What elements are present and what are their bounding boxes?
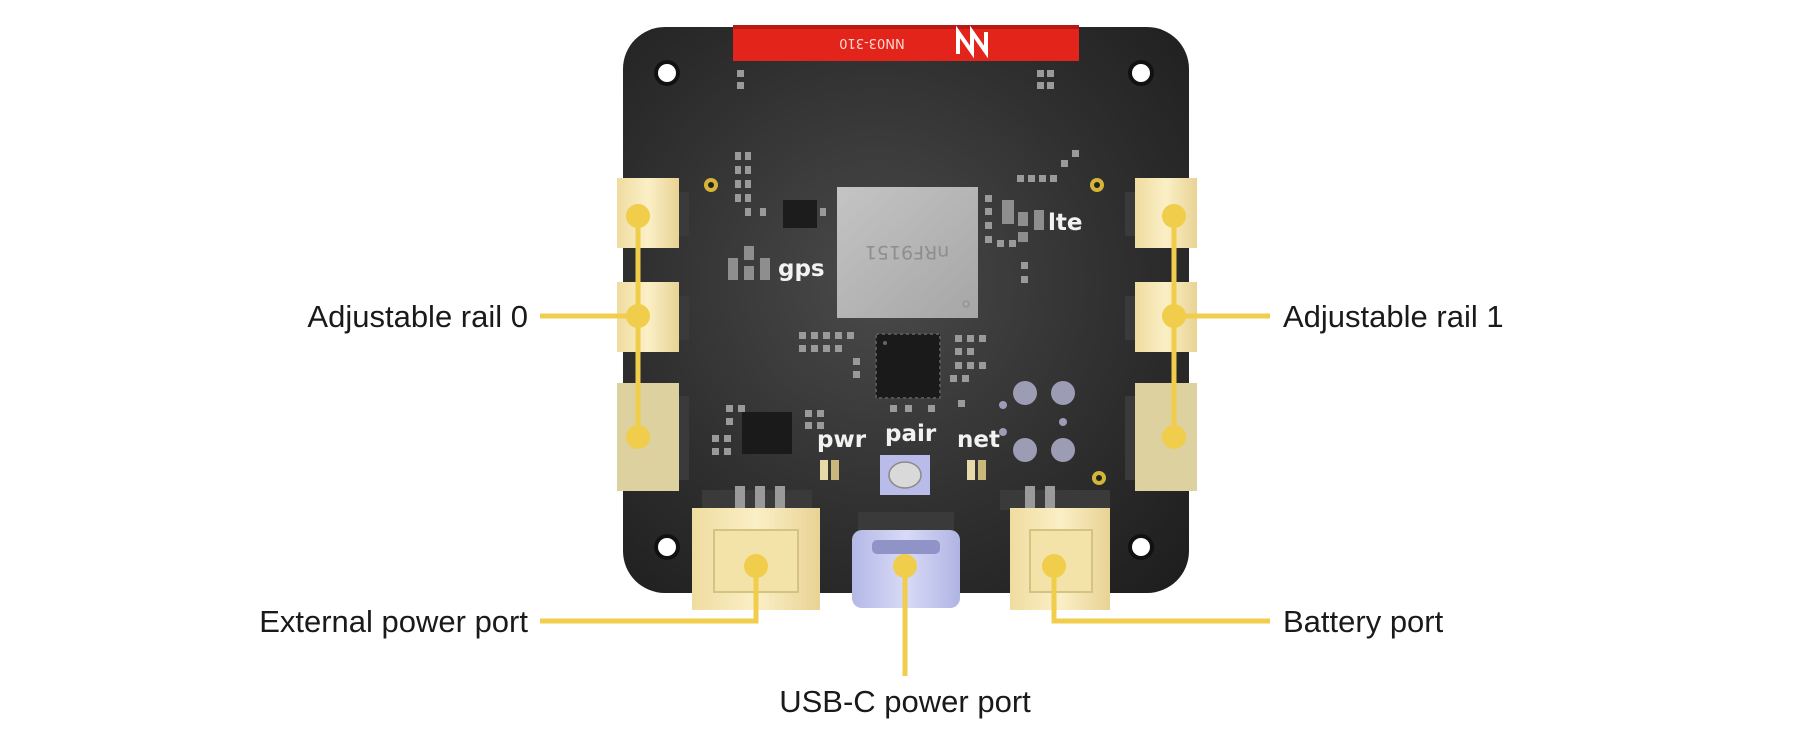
led-pads <box>820 460 986 480</box>
callout-adjustable-rail-0: Adjustable rail 0 <box>307 299 528 334</box>
callout-battery-port: Battery port <box>1283 604 1444 639</box>
callout-external-power-port: External power port <box>259 604 528 639</box>
callout-usb-c-power-port: USB-C power port <box>779 684 1031 719</box>
gps-antenna-block <box>728 200 817 280</box>
silk-lte: lte <box>1048 210 1082 236</box>
lte-antenna-block <box>1002 200 1044 242</box>
status-leds <box>999 381 1075 462</box>
silk-gps: gps <box>778 256 825 282</box>
pair-button <box>880 455 930 495</box>
mounting-holes <box>654 60 1154 560</box>
silk-pair: pair <box>885 421 937 447</box>
nn-logo-icon <box>956 25 988 59</box>
module-marking: nRF9151 <box>865 241 950 263</box>
regulator-chip <box>742 412 792 454</box>
battery-connector <box>1000 486 1110 610</box>
right-connector-rail1-large <box>1125 383 1197 491</box>
silk-net: net <box>957 427 1000 453</box>
right-connector-rail1-top <box>1125 178 1197 248</box>
mcu-chip <box>875 333 941 399</box>
label-tab: NN03-310 <box>733 25 1079 61</box>
label-tab-code: NN03-310 <box>839 35 905 50</box>
nrf9151-module: nRF9151 <box>837 187 978 318</box>
smd-components <box>712 70 1079 455</box>
callout-dots <box>626 204 1186 578</box>
callout-adjustable-rail-1: Adjustable rail 1 <box>1283 299 1504 334</box>
gold-vias <box>704 178 1106 485</box>
silk-pwr: pwr <box>817 427 867 453</box>
